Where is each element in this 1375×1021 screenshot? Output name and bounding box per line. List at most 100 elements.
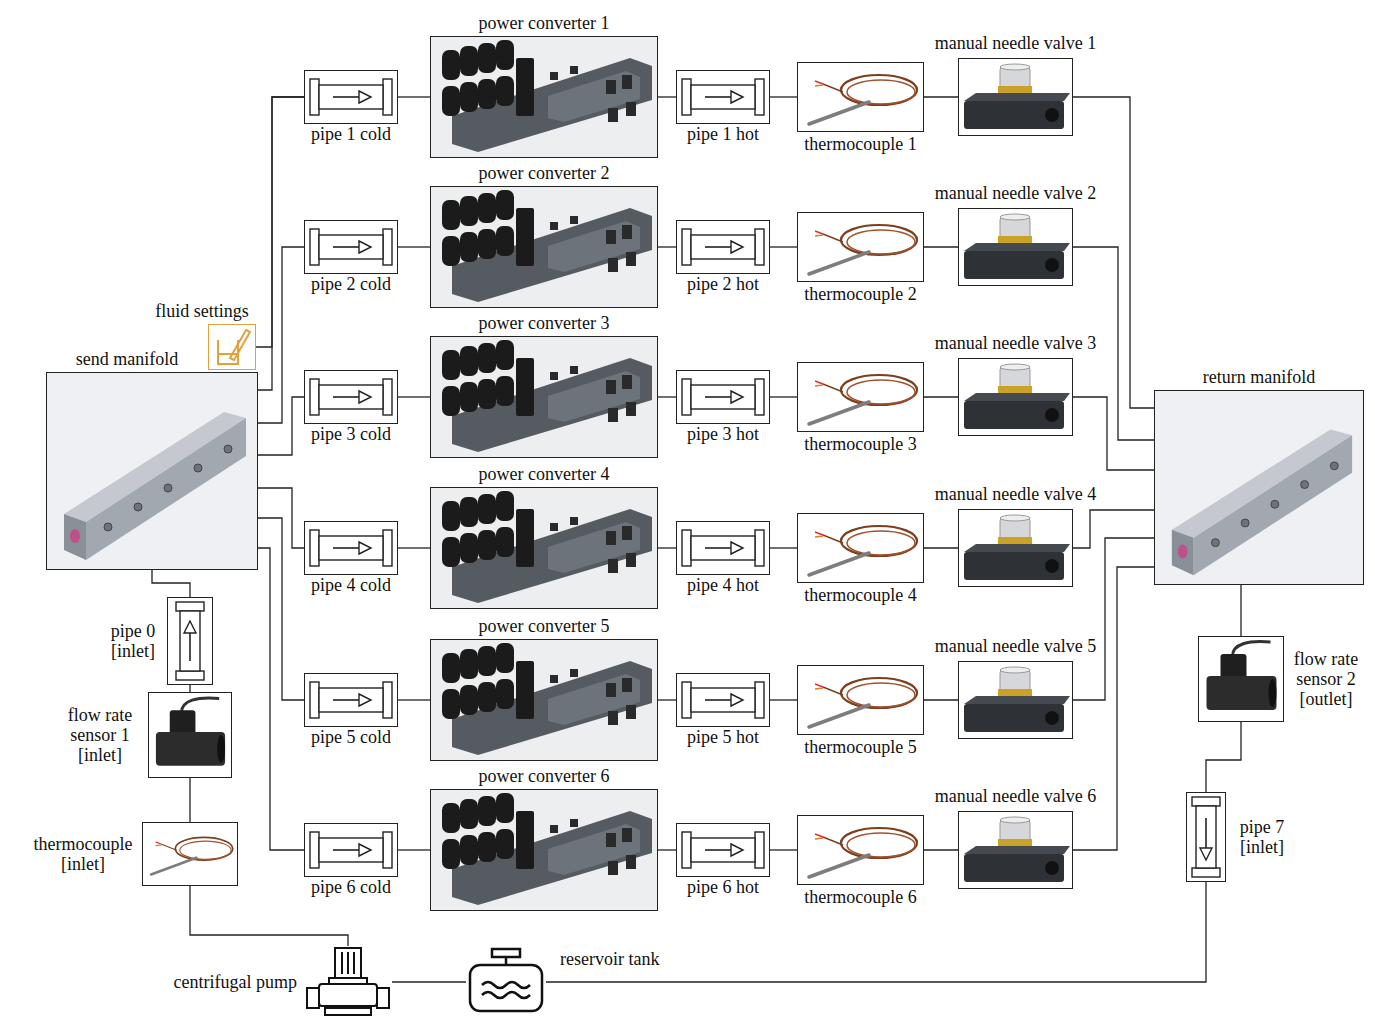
pipe-connector <box>1073 510 1154 548</box>
pipe-connector <box>546 882 1206 982</box>
pipe-connector <box>1240 585 1241 636</box>
pipe-box: pipe 6 hot <box>676 823 770 877</box>
thermocouple-picture <box>809 526 917 575</box>
component-label: thermocouple 4 <box>804 585 916 605</box>
pipe-connector <box>924 396 958 397</box>
manifold-box: send manifold <box>46 372 258 570</box>
component-label: pipe 4 hot <box>687 575 759 595</box>
pipe-connector <box>770 547 797 548</box>
pipe-symbol <box>310 379 392 415</box>
component-label: thermocouple [inlet] <box>27 834 139 874</box>
component-label: pipe 2 cold <box>311 274 391 294</box>
thermocouple-box: thermocouple 4 <box>797 513 924 583</box>
pipe-connector <box>1206 722 1241 792</box>
pipe-symbol <box>682 682 764 718</box>
converter-box: power converter 6 <box>430 789 658 911</box>
valve-picture <box>964 214 1070 279</box>
valve-box: manual needle valve 4 <box>958 509 1073 587</box>
pipe-symbol <box>310 79 392 115</box>
converter-box: power converter 5 <box>430 639 658 761</box>
tank-icon-box: reservoir tank <box>466 945 546 1017</box>
pipe-connector <box>924 96 958 97</box>
pipe-connector <box>398 849 430 850</box>
valve-box: manual needle valve 2 <box>958 208 1073 286</box>
component-label: power converter 5 <box>479 616 610 636</box>
component-label: pipe 3 hot <box>687 424 759 444</box>
converter-picture <box>430 789 658 911</box>
valve-picture <box>964 364 1070 429</box>
pipe-connector <box>924 699 958 700</box>
thermocouple-box: thermocouple 6 <box>797 815 924 885</box>
pipe-connector <box>392 981 466 982</box>
valve-picture <box>964 817 1070 882</box>
thermocouple-box: thermocouple 1 <box>797 62 924 132</box>
pipe-connector <box>1073 567 1154 850</box>
converter-picture <box>430 487 658 609</box>
component-label: fluid settings <box>155 301 249 321</box>
pipe-symbol <box>310 530 392 566</box>
component-label: flow rate sensor 1 [inlet] <box>55 705 145 765</box>
pipe-connector <box>770 96 797 97</box>
pipe-connector <box>770 246 797 247</box>
component-label: pipe 7 [inlet] <box>1233 817 1291 857</box>
pipe-box: pipe 5 hot <box>676 673 770 727</box>
manifold-box: return manifold <box>1154 390 1364 585</box>
thermocouple-box: thermocouple 2 <box>797 212 924 282</box>
pipe-box: pipe 4 cold <box>304 521 398 575</box>
component-label: manual needle valve 1 <box>935 33 1096 53</box>
pipe-connector <box>658 396 676 397</box>
component-label: pipe 5 hot <box>687 727 759 747</box>
component-label: centrifugal pump <box>174 972 297 992</box>
settings-icon <box>218 330 250 364</box>
component-label: thermocouple 3 <box>804 434 916 454</box>
component-label: manual needle valve 6 <box>935 786 1096 806</box>
thermocouple-picture <box>809 75 917 124</box>
pipe-connector <box>189 778 190 822</box>
pipe-connector <box>1073 97 1154 408</box>
pipe-connector <box>258 518 304 700</box>
pump-icon-box: centrifugal pump <box>305 946 392 1018</box>
converter-box: power converter 2 <box>430 186 658 308</box>
component-label: manual needle valve 4 <box>935 484 1096 504</box>
pipe-symbol <box>310 682 392 718</box>
pipe-connector <box>398 396 430 397</box>
component-label: flow rate sensor 2 [outlet] <box>1287 649 1365 709</box>
pump-icon <box>307 948 389 1015</box>
component-label: power converter 2 <box>479 163 610 183</box>
thermocouple-box: thermocouple 5 <box>797 665 924 735</box>
component-label: manual needle valve 3 <box>935 333 1096 353</box>
component-label: pipe 3 cold <box>311 424 391 444</box>
component-label: power converter 3 <box>479 313 610 333</box>
pipe-symbol <box>1192 797 1220 877</box>
pipe-box: pipe 1 cold <box>304 70 398 124</box>
component-label: manual needle valve 2 <box>935 183 1096 203</box>
component-label: pipe 6 cold <box>311 877 391 897</box>
pipe-connector <box>398 96 430 97</box>
pipe-connector <box>658 699 676 700</box>
pipe-connector <box>189 685 190 692</box>
thermocouple-picture <box>151 837 233 874</box>
converter-picture <box>430 639 658 761</box>
pipe-connector <box>658 246 676 247</box>
pipe-box: pipe 3 hot <box>676 370 770 424</box>
pipe-connector <box>398 699 430 700</box>
pipe-box: pipe 3 cold <box>304 370 398 424</box>
pipe-connector <box>658 96 676 97</box>
pipe-symbol <box>176 602 204 680</box>
pipe-box: pipe 6 cold <box>304 823 398 877</box>
pipe-symbol <box>682 530 764 566</box>
thermocouple-box: thermocouple [inlet] <box>142 822 238 886</box>
component-label: power converter 6 <box>479 766 610 786</box>
component-label: return manifold <box>1203 367 1315 387</box>
component-label: thermocouple 5 <box>804 737 916 757</box>
pipe-symbol <box>682 79 764 115</box>
pipe-box: pipe 7 [inlet] <box>1186 792 1226 882</box>
component-label: reservoir tank <box>560 949 659 969</box>
pipe-connector <box>398 246 430 247</box>
valve-box: manual needle valve 1 <box>958 58 1073 136</box>
pipe-connector <box>924 849 958 850</box>
pipe-box: pipe 5 cold <box>304 673 398 727</box>
